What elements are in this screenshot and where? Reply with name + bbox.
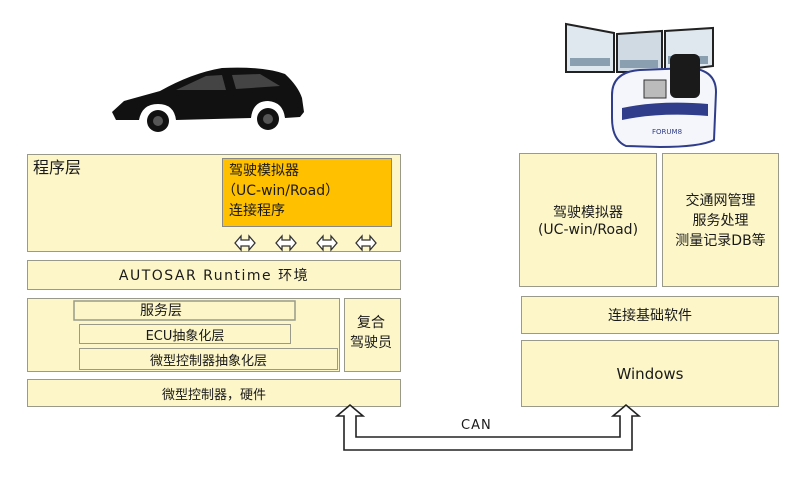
can-label: CAN [461, 418, 492, 433]
traffic-management-box: 交通网管理 服务处理 测量记录DB等 [662, 153, 779, 287]
program-layer-label: 程序层 [33, 158, 82, 177]
connect-base-software-box: 连接基础软件 [521, 296, 779, 334]
mcu-abstraction-label: 微型控制器抽象化层 [149, 353, 267, 369]
windows-label: Windows [616, 364, 684, 383]
connect-base-software-label: 连接基础软件 [608, 308, 692, 324]
composite-line1: 复合 [357, 315, 385, 331]
simulator-connect-box [222, 158, 392, 227]
traffic-line2: 服务处理 [692, 213, 749, 229]
simulator-connect-line1: 驾驶模拟器 [229, 163, 299, 179]
right-simulator-line1: 驾驶模拟器 [553, 205, 623, 221]
right-simulator-box: 驾驶模拟器 (UC-win/Road) [519, 153, 657, 287]
service-layer-label: 服务层 [140, 303, 182, 319]
hardware-layer: 微型控制器，硬件 [27, 379, 401, 407]
ecu-abstraction-label: ECU抽象化层 [145, 328, 225, 344]
composite-line2: 驾驶员 [350, 335, 392, 351]
simulator-connect-line3: 连接程序 [229, 203, 285, 219]
right-simulator-line2: (UC-win/Road) [537, 222, 639, 238]
autosar-runtime-layer: AUTOSAR Runtime 环境 [27, 260, 401, 290]
windows-box: Windows [521, 340, 779, 407]
hardware-label: 微型控制器，硬件 [161, 387, 266, 403]
composite-driver-box [344, 298, 401, 372]
simulator-connect-line2: （UC-win/Road） [222, 183, 340, 199]
traffic-line3: 测量记录DB等 [675, 233, 766, 249]
mcu-abstraction-layer: 微型控制器抽象化层 [79, 348, 338, 370]
autosar-runtime-label: AUTOSAR Runtime 环境 [118, 268, 310, 284]
svg-text:FORUM8: FORUM8 [652, 128, 682, 136]
traffic-line1: 交通网管理 [685, 193, 756, 209]
ecu-abstraction-layer: ECU抽象化层 [79, 324, 291, 344]
